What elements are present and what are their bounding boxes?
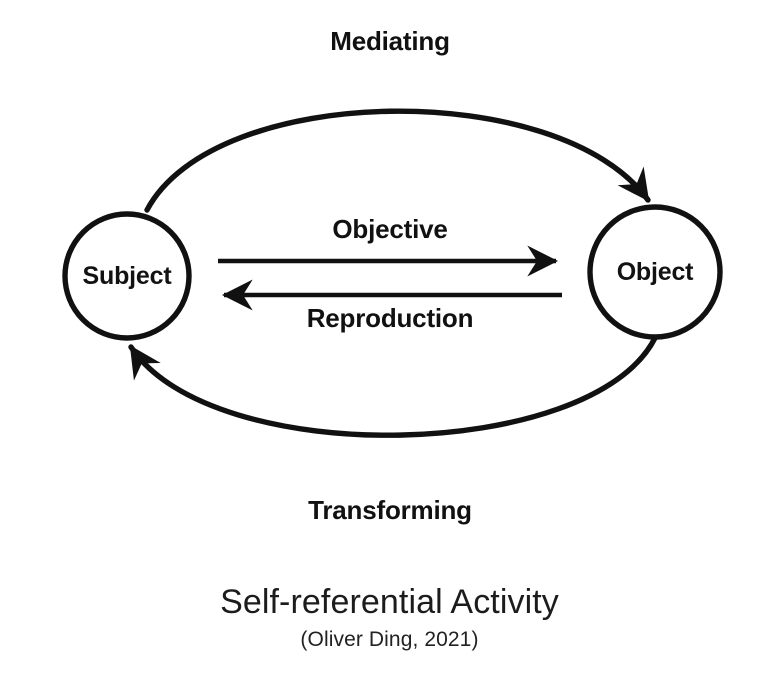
edge-label-transforming: Transforming [308, 495, 472, 525]
node-label-object: Object [616, 258, 694, 286]
edge-label-reproduction: Reproduction [306, 303, 474, 333]
edge-path-mediating [144, 108, 651, 213]
node-circle-subject[interactable] [62, 211, 192, 341]
figure-title: Self-referential Activity [220, 583, 559, 621]
edge-path-transforming [128, 335, 658, 438]
figure-caption: Self-referential Activity (Oliver Ding, … [0, 582, 779, 653]
edge-label-objective: Objective [332, 214, 448, 244]
node-label-subject: Subject [82, 262, 172, 290]
node-circle-object[interactable] [587, 204, 723, 340]
edge-label-mediating: Mediating [330, 26, 450, 56]
figure-attribution: (Oliver Ding, 2021) [300, 628, 479, 652]
